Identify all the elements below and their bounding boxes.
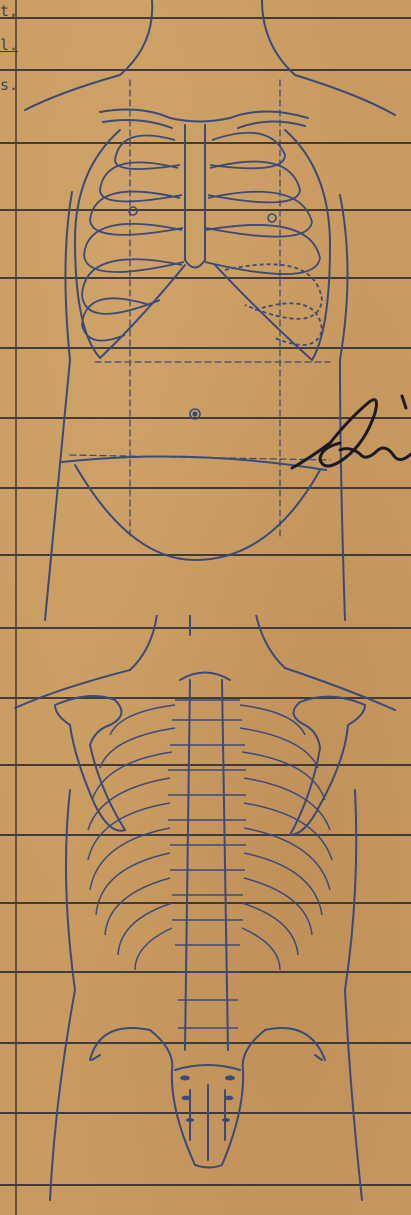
handwritten-signature — [290, 388, 411, 483]
torso-back-diagram — [0, 615, 411, 1215]
torso-front-diagram — [0, 0, 411, 640]
